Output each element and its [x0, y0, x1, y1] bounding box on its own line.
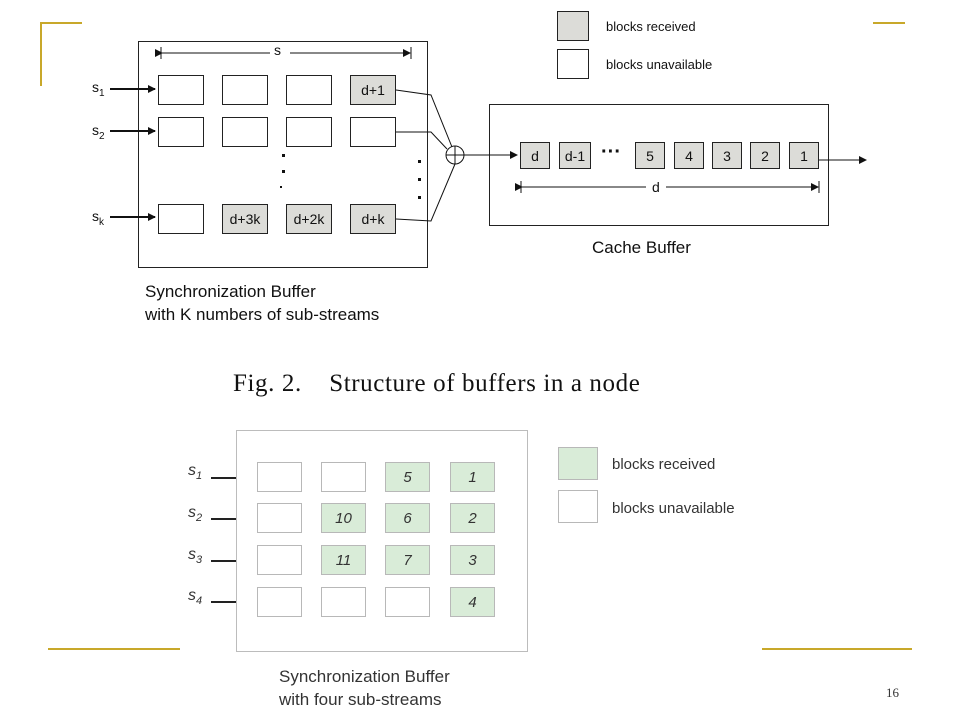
- cache-block-3: 3: [712, 142, 742, 169]
- sync-block-r1-c1: [158, 75, 204, 105]
- bottom-block-r3-c2: 11: [321, 545, 366, 575]
- cache-block-4: 4: [674, 142, 704, 169]
- merge-line-r1: [395, 89, 455, 153]
- cache-length-arrow: [515, 181, 820, 193]
- bottom-legend-unavailable-swatch: [558, 490, 598, 523]
- sync-block-r2-c2: [222, 117, 268, 147]
- bottom-legend-received-label: blocks received: [612, 456, 716, 473]
- frame-line-top-right: [873, 22, 905, 24]
- sync-buffer-width-label: s: [274, 42, 281, 58]
- bottom-stream-label-s3: s3: [188, 546, 203, 567]
- bottom-block-r2-c4: 2: [450, 503, 495, 533]
- page-number: 16: [886, 685, 899, 700]
- cache-buffer-caption: Cache Buffer: [592, 238, 691, 257]
- stream-label-s2: s2: [92, 122, 105, 142]
- sync-block-rk-c2: d+3k: [222, 204, 268, 234]
- sync-block-r2-c3: [286, 117, 332, 147]
- sync-buffer-caption-line1: Synchronization Buffer: [145, 282, 316, 301]
- sync-block-r1-c2: [222, 75, 268, 105]
- stream-label-s1: s1: [92, 79, 105, 99]
- merge-ellipsis-dot: [418, 160, 421, 163]
- cache-block-5: 5: [635, 142, 665, 169]
- frame-line-bottom-left: [48, 648, 180, 650]
- legend-received-label: blocks received: [606, 19, 696, 34]
- cache-ellipsis: ···: [601, 141, 621, 163]
- bottom-block-r4-c3: [385, 587, 430, 617]
- cache-length-label: d: [652, 179, 660, 195]
- sync-block-rk-c1: [158, 204, 204, 234]
- figure-caption: Fig. 2. Structure of buffers in a node: [233, 370, 641, 397]
- sync-ellipsis-dot: [282, 170, 285, 173]
- cache-block-1: 1: [789, 142, 819, 169]
- cache-block-d-minus-1: d-1: [559, 142, 591, 169]
- bottom-legend-unavailable-label: blocks unavailable: [612, 500, 735, 517]
- frame-line-top-left-vertical: [40, 22, 42, 86]
- stream-label-sk: sk: [92, 208, 104, 228]
- legend-unavailable-swatch: [557, 49, 589, 79]
- frame-line-bottom-right: [762, 648, 912, 650]
- legend-unavailable-label: blocks unavailable: [606, 57, 713, 72]
- bottom-block-r2-c1: [257, 503, 302, 533]
- bottom-block-r3-c4: 3: [450, 545, 495, 575]
- sync-block-r2-c4: [350, 117, 396, 147]
- bottom-block-r3-c1: [257, 545, 302, 575]
- merge-ellipsis-dot: [418, 196, 421, 199]
- frame-line-top-left-horizontal: [40, 22, 82, 24]
- sync-block-rk-c4: d+k: [350, 204, 396, 234]
- bottom-sync-buffer-caption-line1: Synchronization Buffer: [279, 667, 450, 686]
- bottom-block-r1-c4: 1: [450, 462, 495, 492]
- bottom-block-r1-c3: 5: [385, 462, 430, 492]
- sync-block-r1-c3: [286, 75, 332, 105]
- merge-operator-icon: [445, 145, 465, 165]
- bottom-block-r4-c4: 4: [450, 587, 495, 617]
- merge-line-r2: [396, 131, 448, 150]
- sync-buffer-caption-line2: with K numbers of sub-streams: [145, 305, 380, 324]
- cache-block-d: d: [520, 142, 550, 169]
- sync-buffer-width-arrow: [155, 47, 412, 59]
- sync-ellipsis-dot: [280, 186, 282, 188]
- bottom-stream-label-s2: s2: [188, 504, 203, 525]
- sync-ellipsis-dot: [282, 154, 285, 157]
- bottom-stream-label-s1: s1: [188, 462, 203, 483]
- legend-received-swatch: [557, 11, 589, 41]
- bottom-block-r4-c1: [257, 587, 302, 617]
- bottom-block-r3-c3: 7: [385, 545, 430, 575]
- cache-block-2: 2: [750, 142, 780, 169]
- merge-line-rk: [395, 163, 456, 222]
- bottom-sync-buffer-caption-line2: with four sub-streams: [279, 690, 442, 709]
- sync-block-r1-c4: d+1: [350, 75, 396, 105]
- bottom-block-r4-c2: [321, 587, 366, 617]
- sync-block-rk-c3: d+2k: [286, 204, 332, 234]
- bottom-block-r2-c3: 6: [385, 503, 430, 533]
- bottom-block-r2-c2: 10: [321, 503, 366, 533]
- bottom-stream-label-s4: s4: [188, 587, 203, 608]
- bottom-legend-received-swatch: [558, 447, 598, 480]
- bottom-block-r1-c2: [321, 462, 366, 492]
- sync-block-r2-c1: [158, 117, 204, 147]
- merge-ellipsis-dot: [418, 178, 421, 181]
- bottom-block-r1-c1: [257, 462, 302, 492]
